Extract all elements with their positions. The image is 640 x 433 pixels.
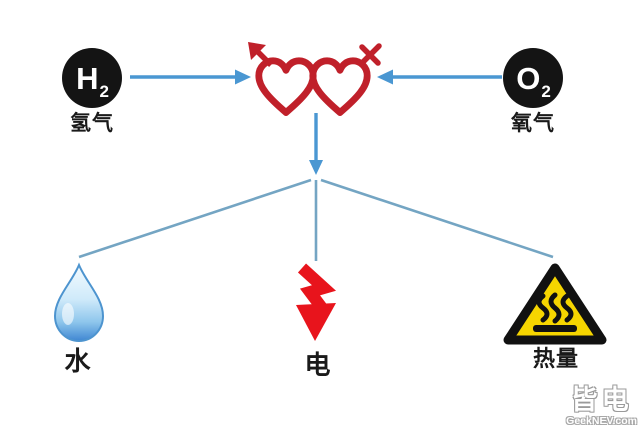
- hot-surface-bar: [533, 325, 577, 332]
- watermark-brand: 皆电: [570, 384, 633, 415]
- hydrogen-formula: H2: [76, 60, 109, 101]
- water-droplet-icon: [53, 262, 105, 342]
- h2-to-hearts-arrow: [130, 69, 251, 85]
- female-symbol-cross: [358, 43, 382, 67]
- electricity-label: 电: [304, 350, 332, 380]
- gender-hearts-icon: [248, 42, 382, 116]
- oxygen-formula: O2: [516, 60, 551, 101]
- hydrogen-label: 氢气: [70, 112, 114, 135]
- oxygen-label: 氧气: [511, 112, 555, 135]
- lightning-bolt-icon: [296, 263, 337, 341]
- o2-to-hearts-arrow: [377, 69, 502, 85]
- branch-line-heat: [320, 178, 554, 259]
- hydrogen-node: H2: [62, 48, 122, 108]
- heat-label: 热量: [532, 346, 579, 371]
- droplet-highlight: [62, 303, 74, 325]
- heat-waves: [536, 292, 574, 324]
- male-heart-outline: [255, 57, 317, 116]
- female-heart-outline: [309, 57, 371, 116]
- watermark-site: GeekNEV.com: [566, 414, 637, 427]
- bolt-arrowhead: [296, 303, 336, 341]
- water-label: 水: [64, 346, 92, 376]
- branch-line-water: [78, 178, 312, 259]
- watermark: 皆电 GeekNEV.com: [566, 384, 637, 427]
- heat-warning-icon: [503, 263, 607, 345]
- hearts-down-arrow: [309, 113, 323, 175]
- male-symbol-arrow: [248, 42, 273, 67]
- oxygen-node: O2: [503, 48, 563, 108]
